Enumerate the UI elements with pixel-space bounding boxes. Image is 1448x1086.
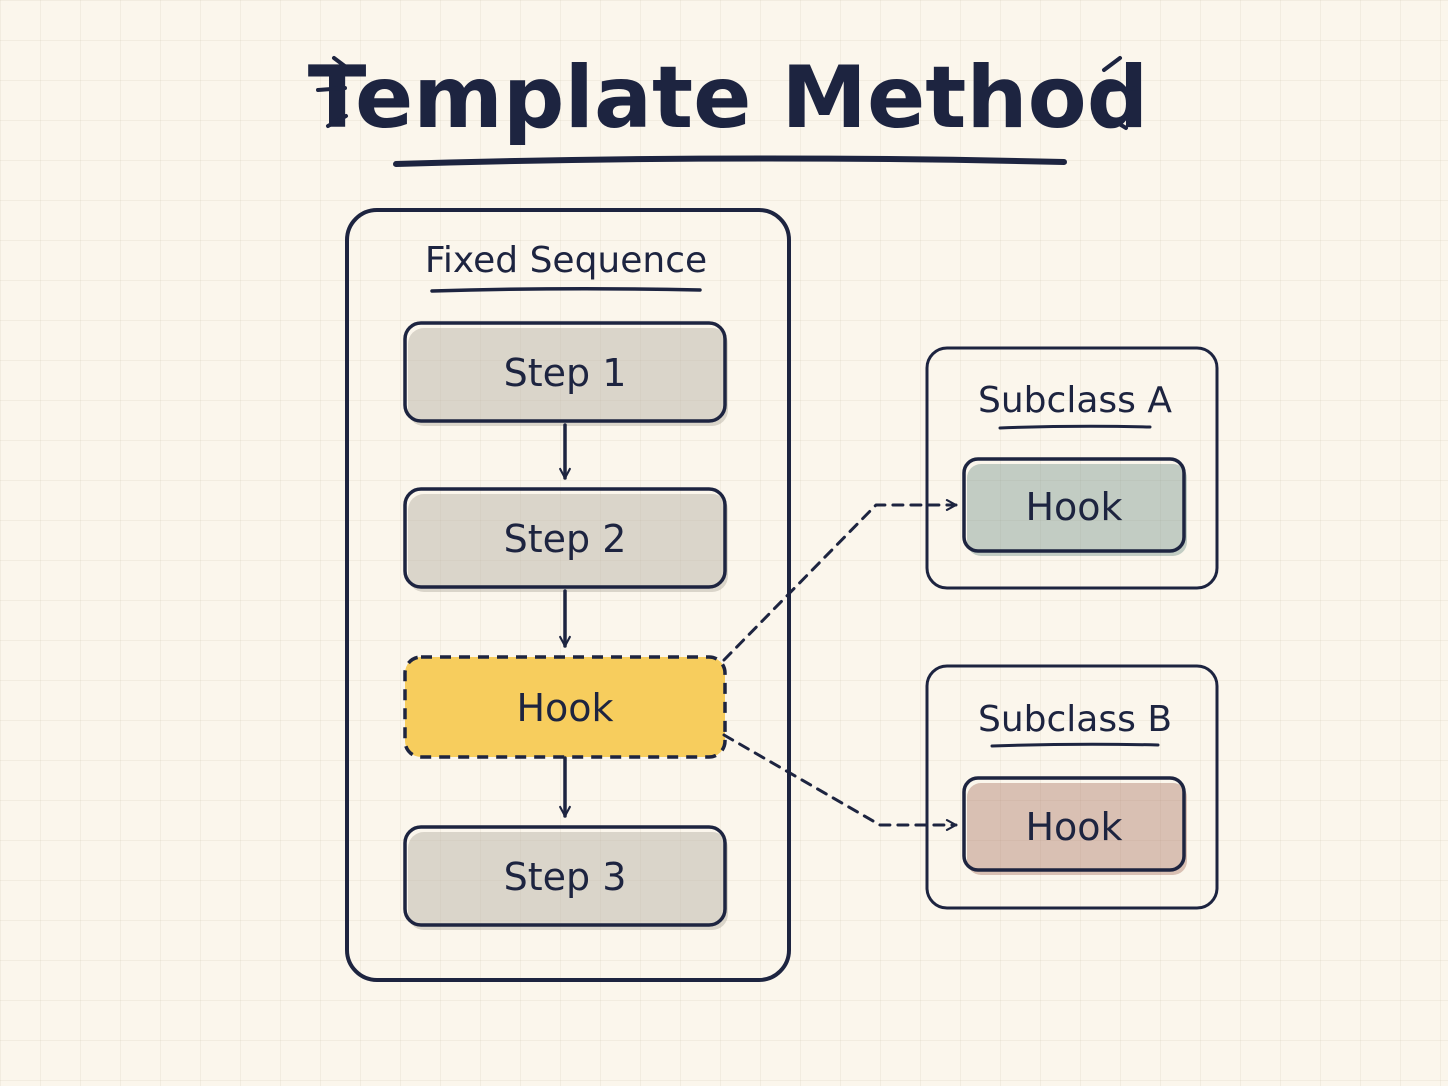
step-1-box: Step 1: [403, 321, 728, 426]
subclass-b-hook-label: Hook: [1025, 805, 1122, 849]
title-emphasis-right: [1102, 56, 1138, 130]
step-2-box: Step 2: [403, 487, 728, 592]
step-1-label: Step 1: [504, 351, 627, 395]
subclass-a-hook-label: Hook: [1025, 485, 1122, 529]
fixed-sequence-container: Fixed Sequence Step 1 Step 2 Hook: [345, 208, 791, 982]
title-underline: [393, 155, 1067, 167]
step-2-label: Step 2: [504, 517, 627, 561]
step-3-box: Step 3: [403, 825, 728, 930]
subclass-a-container: Subclass A Hook: [925, 346, 1219, 590]
subclass-b-label: Subclass B: [978, 699, 1172, 740]
subclass-a-hook-box: [962, 457, 1186, 553]
subclass-a-label: Subclass A: [978, 380, 1172, 421]
subclass-b-frame: [925, 664, 1219, 910]
dashed-connector-subclass-a: [722, 499, 958, 662]
subclass-a-underline: [998, 424, 1152, 430]
hook-label: Hook: [516, 686, 613, 730]
step-3-label: Step 3: [504, 855, 627, 899]
subclass-b-underline: [990, 742, 1160, 748]
title-group: Template Method: [308, 48, 1149, 167]
subclass-a-frame: [925, 346, 1219, 590]
subclass-b-hook-box: [962, 776, 1186, 872]
fixed-sequence-label: Fixed Sequence: [425, 240, 707, 281]
title-emphasis-left: [316, 56, 352, 128]
dashed-connector-subclass-b: [722, 733, 958, 831]
fixed-sequence-underline: [430, 286, 702, 293]
page-title: Template Method: [308, 48, 1149, 148]
subclass-b-container: Subclass B Hook: [925, 664, 1219, 910]
hook-box: Hook: [403, 655, 727, 759]
